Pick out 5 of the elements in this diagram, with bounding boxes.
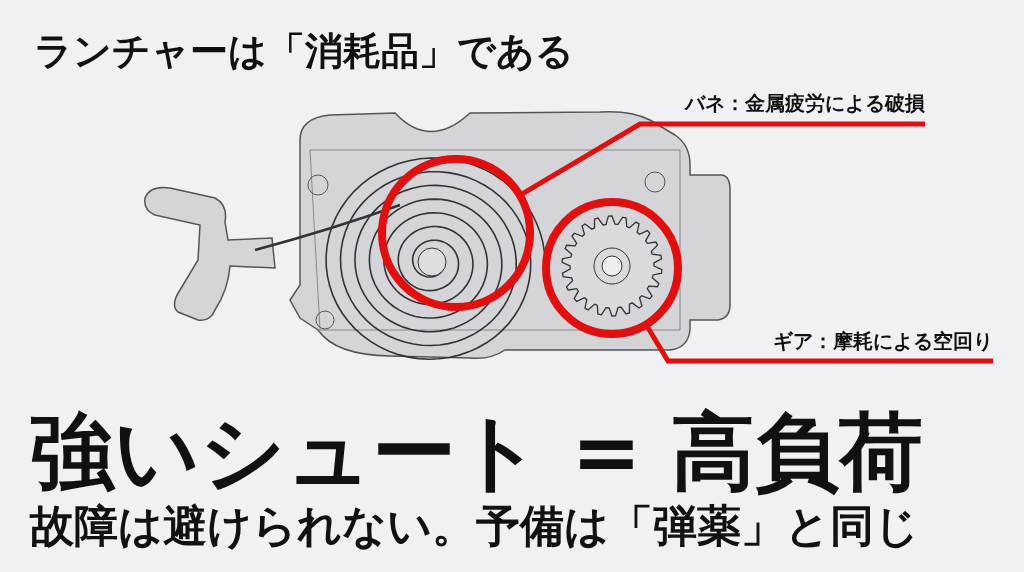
callout-label: ギア：摩耗による空回り [718, 326, 993, 356]
highlight-circle [378, 155, 534, 311]
title: ランチャーは「消耗品」である [34, 28, 574, 75]
callout-label: バネ：金属疲労による破損 [640, 88, 925, 118]
highlight-circle [542, 198, 682, 338]
